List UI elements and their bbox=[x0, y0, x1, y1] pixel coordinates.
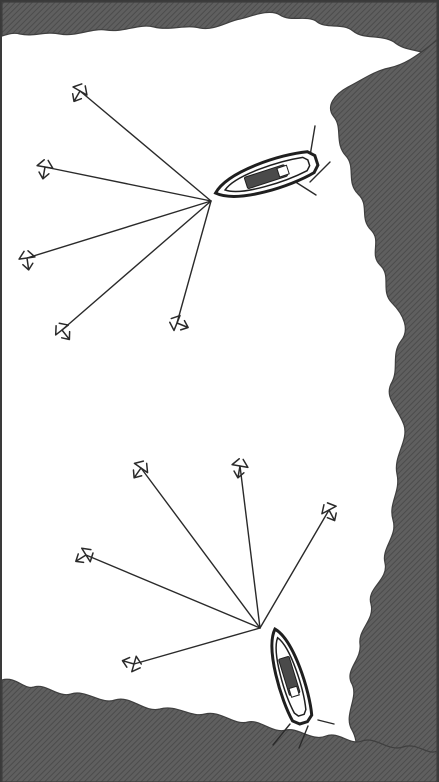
mooring-diagram bbox=[0, 0, 439, 782]
diagram-frame bbox=[0, 0, 439, 782]
